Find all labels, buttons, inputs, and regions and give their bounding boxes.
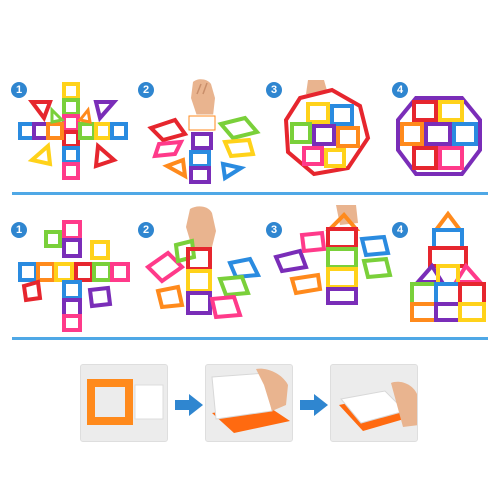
lifting-tile-layout-2 xyxy=(147,79,261,184)
arrow-right-icon xyxy=(175,394,203,416)
step-badge-1: 1 xyxy=(11,82,27,98)
insert-step-2 xyxy=(205,364,293,442)
magnetic-tile-icon xyxy=(87,379,133,425)
hand-icon xyxy=(186,206,216,247)
insert-step-1 xyxy=(80,364,168,442)
insert-step-3 xyxy=(330,364,418,442)
white-insert-icon xyxy=(134,384,164,420)
step-badge-4b: 4 xyxy=(392,222,408,238)
step-badge-4: 4 xyxy=(392,82,408,98)
flat-tile-layout-1b xyxy=(18,220,130,332)
hand-icon xyxy=(256,368,288,411)
tower-assembly-3 xyxy=(273,205,393,305)
divider-top xyxy=(12,192,488,195)
step-badge-3: 3 xyxy=(266,82,282,98)
lifting-tile-layout-2b xyxy=(144,206,262,320)
step-badge-2b: 2 xyxy=(138,222,154,238)
step-badge-3b: 3 xyxy=(266,222,282,238)
step-badge-1b: 1 xyxy=(11,222,27,238)
ball-complete-4 xyxy=(396,96,482,176)
step-badge-2: 2 xyxy=(138,82,154,98)
arrow-right-icon-2 xyxy=(300,394,328,416)
ball-assembly-3 xyxy=(283,80,371,177)
hand-icon xyxy=(391,381,417,427)
divider-bottom xyxy=(12,337,488,340)
hand-icon xyxy=(191,79,215,116)
flat-tile-layout-1 xyxy=(18,82,128,180)
tower-complete-4 xyxy=(410,210,486,322)
